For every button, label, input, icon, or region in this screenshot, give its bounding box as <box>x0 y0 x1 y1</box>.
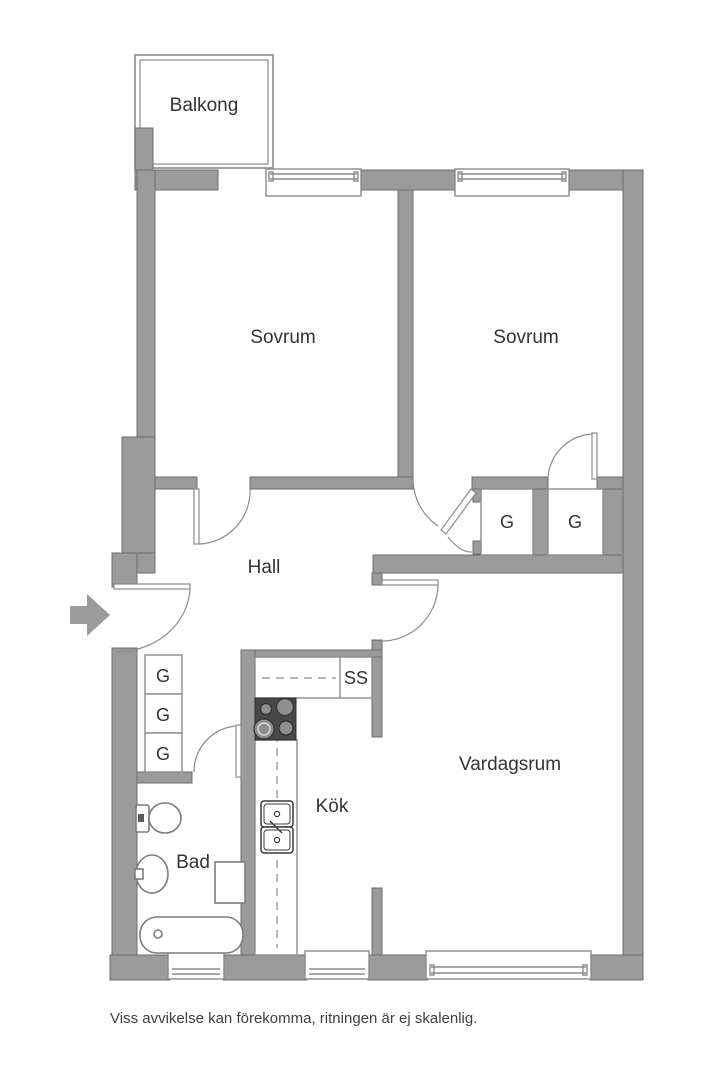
kitchen-label: Kök <box>316 796 349 817</box>
hall-label: Hall <box>248 557 281 578</box>
washer-icon <box>214 861 246 904</box>
stove-icon <box>253 697 297 741</box>
closet-label: G <box>156 744 170 764</box>
closet-label: G <box>156 666 170 686</box>
bathtub-icon <box>139 916 244 954</box>
closet-label: G <box>568 512 582 532</box>
bedroom-right-label: Sovrum <box>493 327 558 348</box>
living-room-door <box>376 579 439 642</box>
entry-arrow-icon <box>70 594 110 636</box>
balcony-label: Balkong <box>170 95 239 116</box>
closet-boxes <box>144 488 604 773</box>
interior-walls <box>136 189 624 956</box>
entry-door <box>113 583 191 653</box>
window-bathroom <box>167 950 225 980</box>
window-bedroom-left <box>265 168 362 197</box>
washbasin-icon <box>134 854 169 894</box>
cleaning-closet-label: SS <box>344 668 368 688</box>
closet-label: G <box>500 512 514 532</box>
living-room-label: Vardagsrum <box>459 754 561 775</box>
sink-icon <box>260 800 294 854</box>
bedroom-right-door <box>547 432 598 480</box>
balcony-railing <box>134 54 274 169</box>
exterior-walls <box>109 127 644 981</box>
toilet-icon <box>135 802 182 834</box>
bathroom-door <box>193 724 242 778</box>
window-living-room <box>425 950 592 980</box>
window-kitchen <box>304 950 370 980</box>
bathroom-label: Bad <box>176 852 210 873</box>
closet-label: G <box>156 705 170 725</box>
bedroom-left-door <box>193 488 251 545</box>
bedroom-left-label: Sovrum <box>250 327 315 348</box>
hall-nook-door <box>412 479 477 553</box>
window-bedroom-right <box>454 168 570 197</box>
disclaimer-text: Viss avvikelse kan förekomma, ritningen … <box>110 1010 477 1027</box>
